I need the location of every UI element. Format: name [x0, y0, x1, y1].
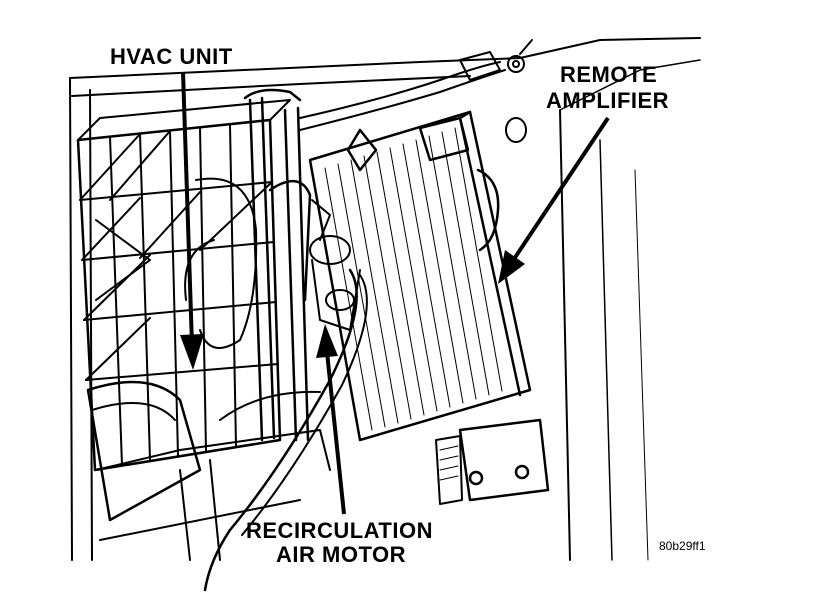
arrow-hvac-unit — [180, 71, 204, 370]
wire-harness — [203, 39, 533, 592]
arrow-remote-amplifier — [498, 116, 610, 284]
hvac-duct — [86, 380, 331, 561]
label-recirculation-line2: AIR MOTOR — [276, 542, 406, 567]
label-recirculation-line1: RECIRCULATION — [246, 518, 433, 543]
remote-amplifier-box — [308, 110, 550, 505]
grommet — [505, 117, 527, 143]
hvac-housing — [76, 99, 291, 472]
hvac-tubes — [243, 88, 312, 442]
label-remote-amplifier-line2: AMPLIFIER — [546, 88, 669, 113]
label-hvac-unit: HVAC UNIT — [110, 44, 233, 69]
dashboard-frame — [69, 37, 701, 561]
arrow-recirc-motor — [316, 324, 346, 515]
figure-code: 80b29ff1 — [659, 539, 706, 553]
leader-arrows — [180, 71, 610, 515]
recirc-motor — [309, 199, 361, 331]
label-remote-amplifier-line1: REMOTE — [560, 62, 657, 87]
